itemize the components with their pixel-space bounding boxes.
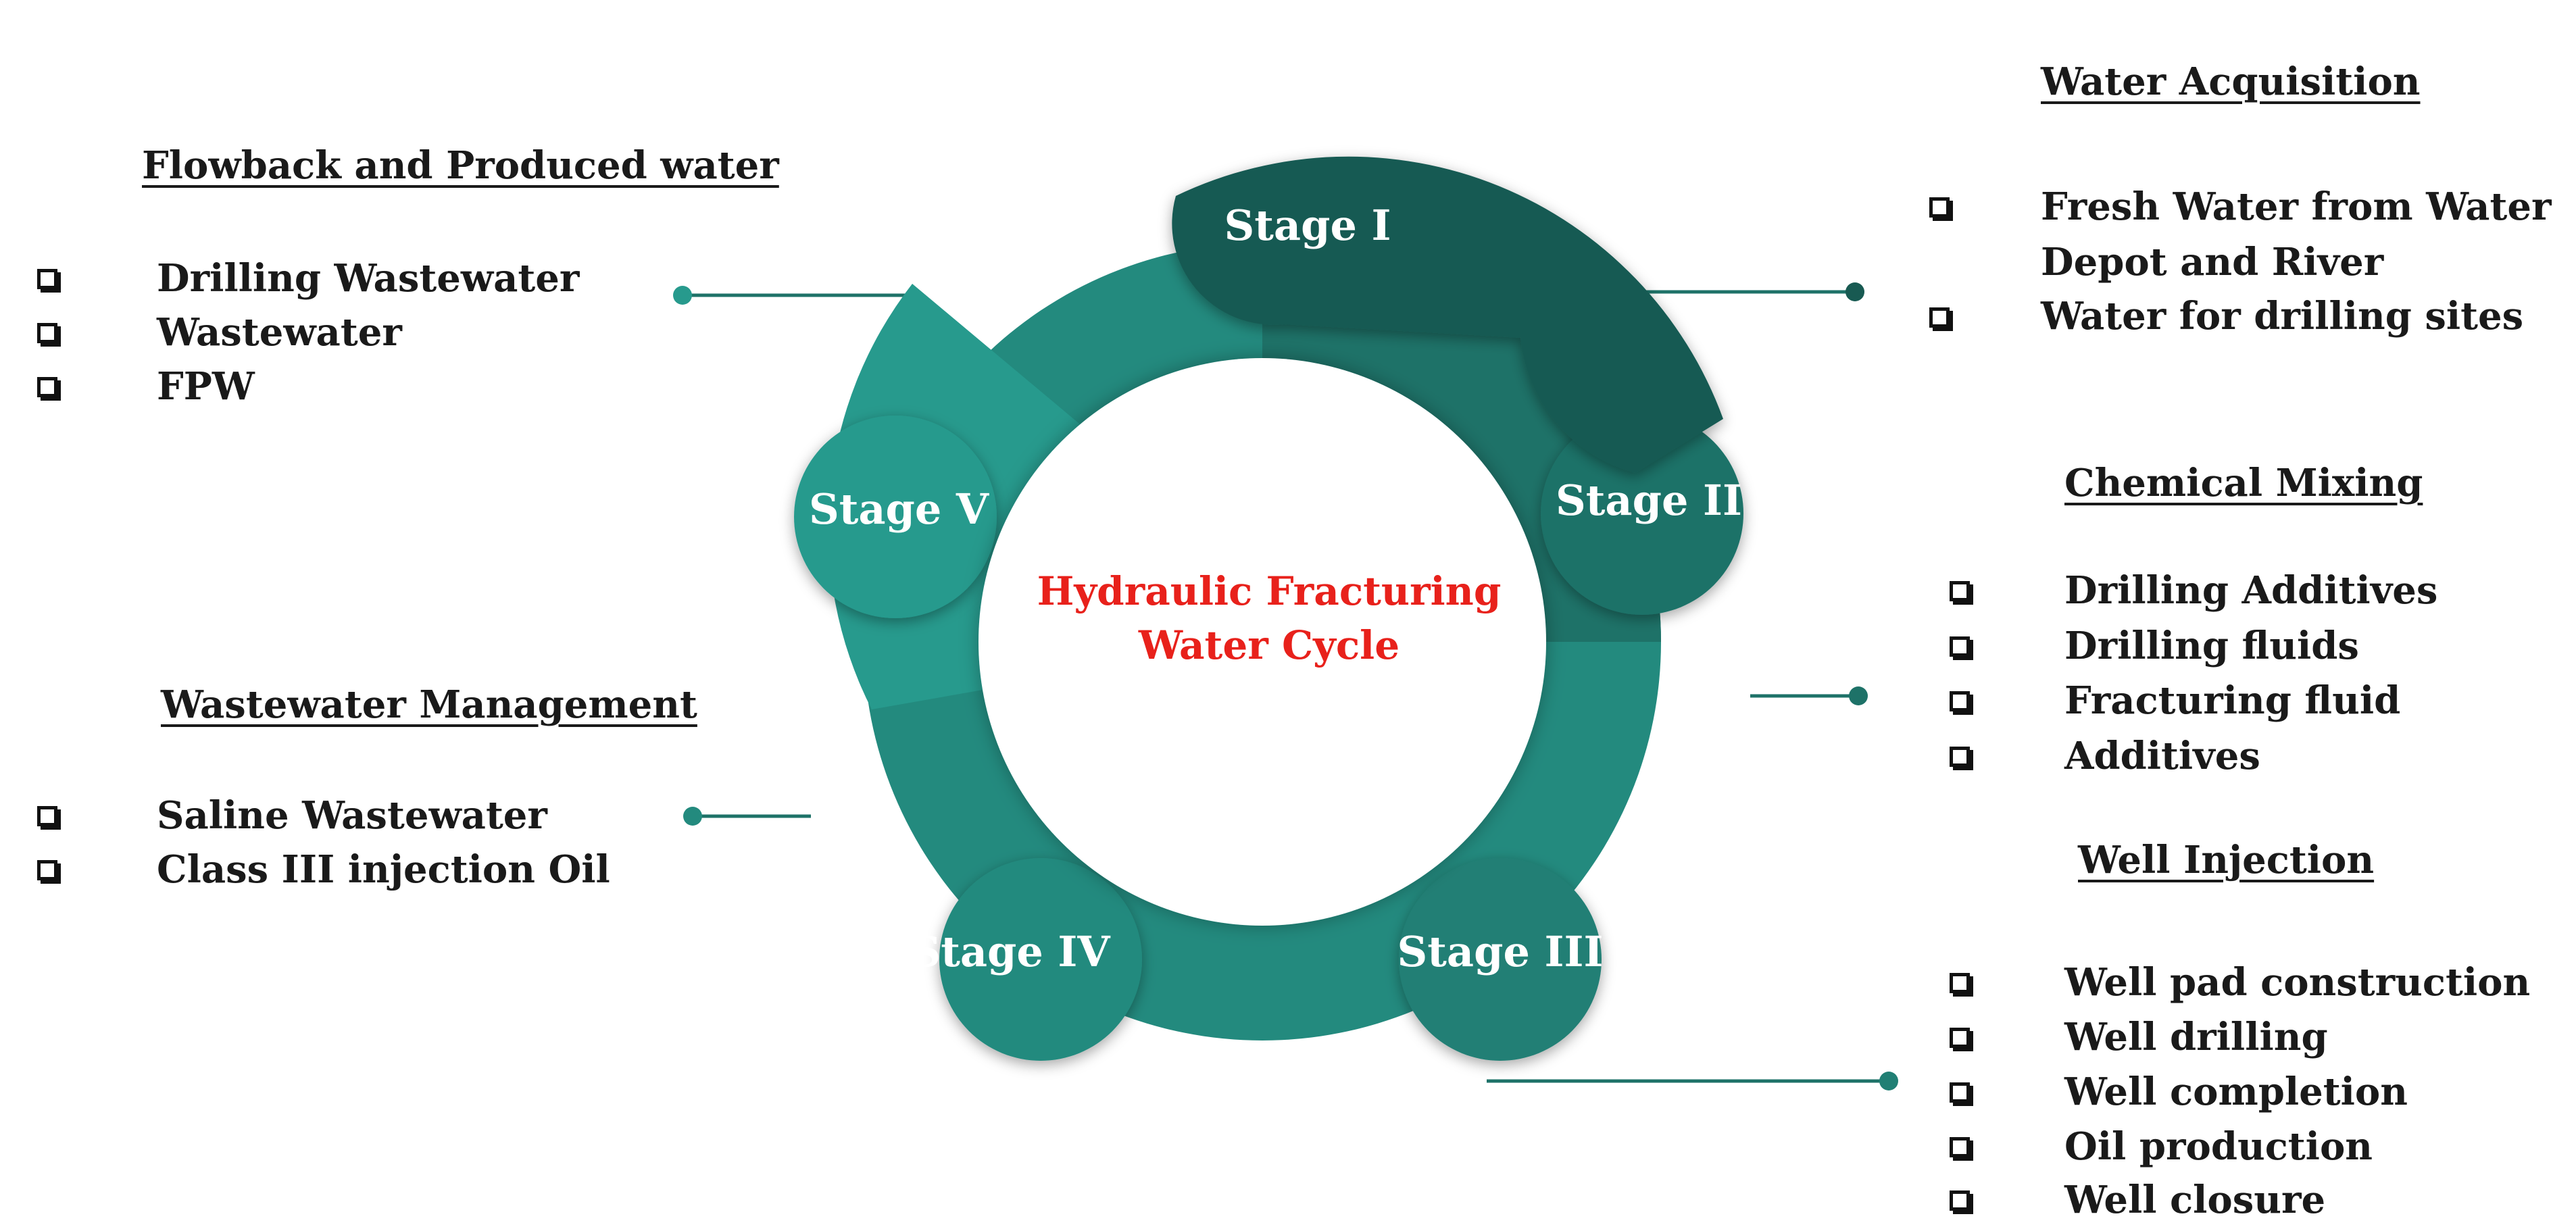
stage-node-4[interactable]: [939, 858, 1142, 1061]
checkbox-icon: [37, 269, 57, 289]
checkbox-icon: [1950, 1137, 1970, 1157]
heading-flowback: Flowback and Produced water: [142, 143, 779, 188]
list-item: Wastewater: [157, 310, 402, 355]
connector-well-injection: [1487, 1072, 1898, 1090]
list-item: Well drilling: [2064, 1015, 2328, 1059]
checkbox-icon: [1950, 1082, 1970, 1103]
heading-wastewater-management: Wastewater Management: [161, 682, 697, 727]
heading-water-acquisition: Water Acquisition: [2041, 59, 2421, 104]
heading-well-injection: Well Injection: [2078, 838, 2375, 882]
checkbox-icon: [37, 323, 57, 343]
list-item: Well completion: [2064, 1070, 2408, 1114]
checkbox-icon: [1950, 1028, 1970, 1048]
list-item: FPW: [157, 364, 255, 409]
connector-flowback: [673, 286, 912, 305]
checkbox-icon: [1950, 691, 1970, 711]
stage-label-5: Stage V: [809, 484, 989, 534]
list-item: Class III injection Oil: [157, 847, 610, 892]
checkbox-icon: [1950, 636, 1970, 657]
checkbox-icon: [1950, 973, 1970, 993]
checkbox-icon: [1950, 747, 1970, 767]
checkbox-icon: [37, 860, 57, 880]
list-item: Depot and River: [2041, 240, 2384, 284]
stage-node-2[interactable]: [1541, 412, 1743, 615]
stage-label-2: Stage II: [1556, 476, 1742, 525]
stage-node-5[interactable]: [794, 416, 997, 618]
checkbox-icon: [1950, 581, 1970, 601]
stage-label-1: Stage I: [1224, 201, 1391, 250]
list-item: Fracturing fluid: [2064, 678, 2401, 723]
stage-node-3[interactable]: [1399, 858, 1602, 1061]
stage-label-4: Stage IV: [910, 927, 1110, 976]
list-item: Well pad construction: [2064, 960, 2531, 1005]
list-item: Well closure: [2064, 1178, 2326, 1222]
cycle-center: [979, 358, 1546, 926]
checkbox-icon: [1950, 1190, 1970, 1211]
checkbox-icon: [37, 377, 57, 397]
list-item: Oil production: [2064, 1124, 2373, 1169]
list-item: Fresh Water from Water: [2041, 184, 2552, 229]
list-item: Saline Wastewater: [157, 793, 547, 838]
heading-chemical-mixing: Chemical Mixing: [2064, 461, 2423, 505]
list-item: Drilling Wastewater: [157, 256, 580, 301]
connector-chemical-mixing: [1750, 686, 1868, 705]
center-title-line-2: Water Cycle: [1138, 622, 1400, 668]
checkbox-icon: [1929, 197, 1950, 218]
connector-wastewater-management: [683, 807, 811, 826]
stage-label-3: Stage III: [1397, 927, 1604, 976]
list-item: Drilling fluids: [2064, 624, 2359, 668]
list-item: Drilling Additives: [2064, 568, 2438, 613]
list-item: Water for drilling sites: [2041, 294, 2524, 338]
stage-node-1[interactable]: [1172, 156, 1723, 473]
checkbox-icon: [37, 806, 57, 826]
connector-water-acquisition: [1608, 282, 1864, 301]
checkbox-icon: [1929, 307, 1950, 328]
list-item: Additives: [2064, 734, 2260, 778]
center-title-line-1: Hydraulic Fracturing: [1037, 568, 1502, 614]
